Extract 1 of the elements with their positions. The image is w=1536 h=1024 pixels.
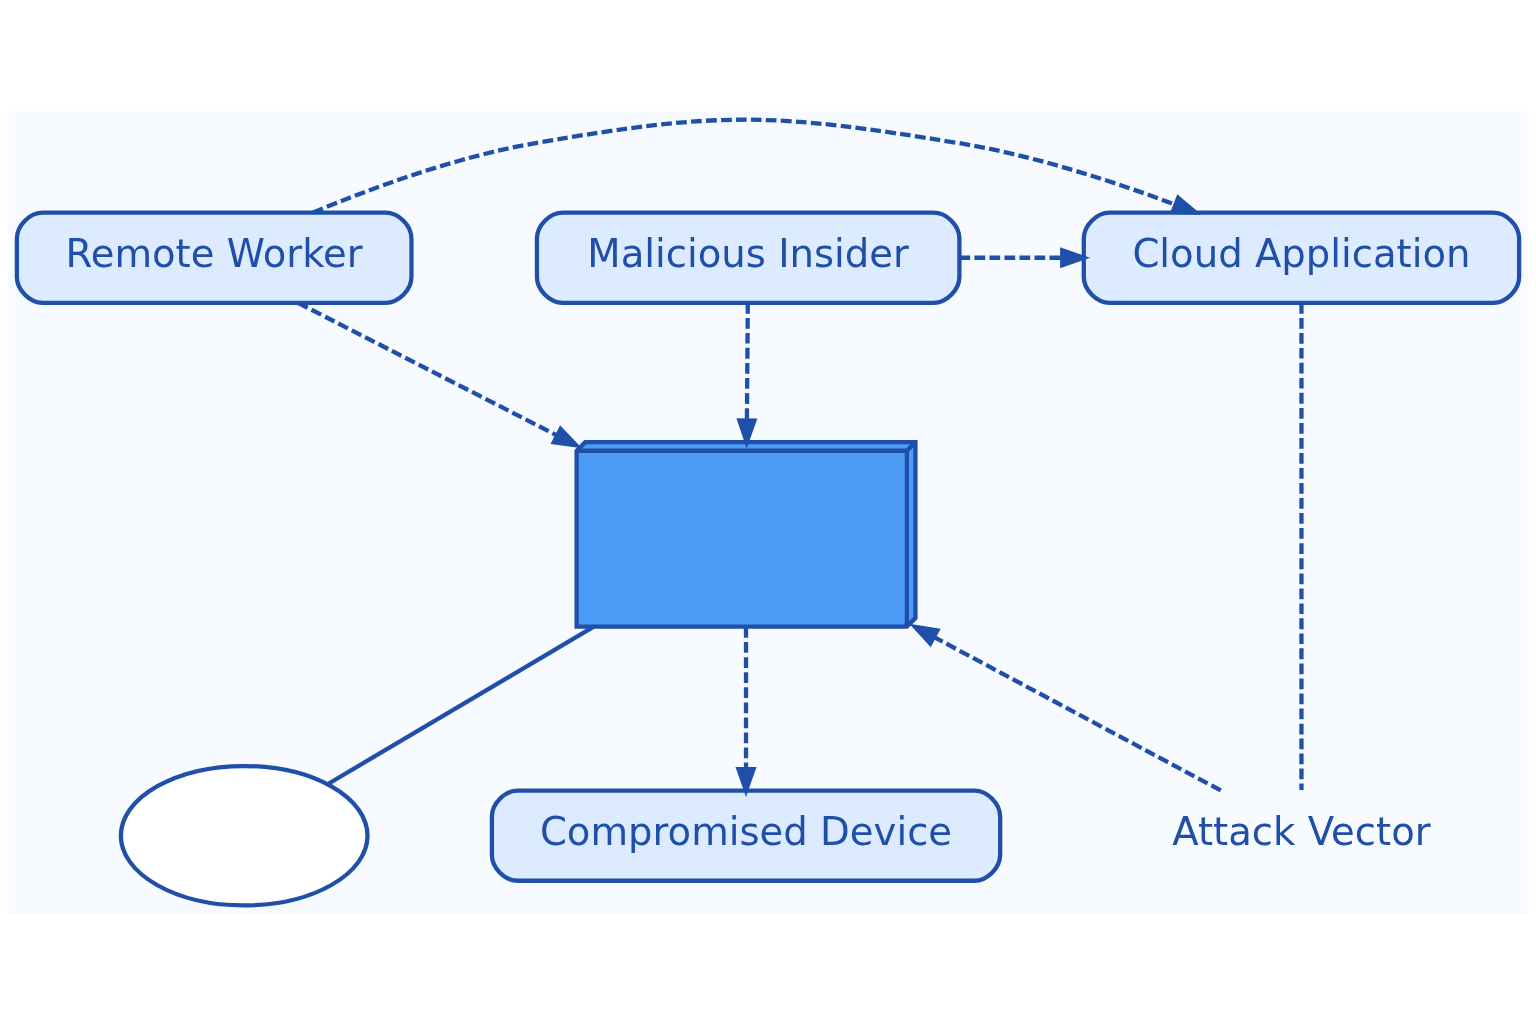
node-text: Attack Vector: [1172, 808, 1431, 854]
